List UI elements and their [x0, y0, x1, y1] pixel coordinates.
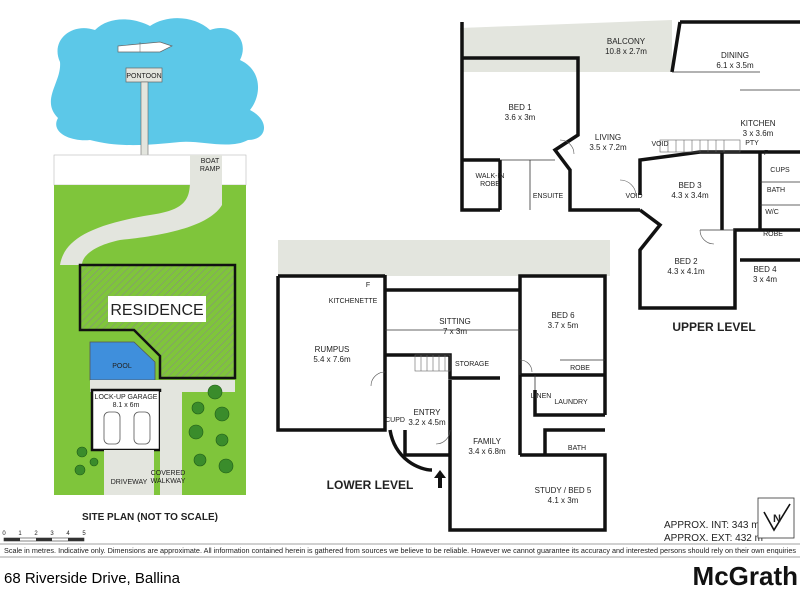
fridge-label: F — [764, 150, 768, 157]
study-dim: 4.1 x 3m — [548, 496, 579, 505]
bed4-name: BED 4 — [753, 265, 777, 274]
entry-name: ENTRY — [414, 408, 442, 417]
garage-dim: 8.1 x 6m — [113, 402, 140, 409]
car-2 — [133, 411, 151, 445]
garden-shrubs — [74, 384, 234, 476]
boat-ramp-label-1: BOAT — [201, 158, 220, 165]
driveway — [104, 450, 154, 495]
kitchen-name: KITCHEN — [740, 119, 775, 128]
pool — [89, 341, 156, 381]
pantry-label: PTY — [745, 140, 759, 147]
lower-terrace — [278, 240, 610, 276]
compass-letter: N — [773, 513, 781, 525]
residence-label: RESIDENCE — [110, 302, 203, 319]
upper-bath-label: BATH — [767, 187, 785, 194]
boat-icon — [117, 41, 173, 53]
balcony — [460, 20, 672, 72]
entry-dim: 3.2 x 4.5m — [408, 418, 446, 427]
walkway-label-1: COVERED — [151, 470, 186, 477]
living-name: LIVING — [595, 133, 621, 142]
site-plan-caption: SITE PLAN (NOT TO SCALE) — [82, 512, 218, 523]
walk-in-robe-label-1: WALK-IN — [476, 173, 505, 180]
lower-robe-label: ROBE — [570, 365, 590, 372]
entry-arrow-icon — [434, 470, 446, 488]
garage-label: LOCK-UP GARAGE — [95, 394, 158, 401]
lower-level-plan: RUMPUS 5.4 x 7.6m SITTING 7 x 3m BED 6 3… — [276, 240, 610, 532]
rumpus-dim: 5.4 x 7.6m — [313, 355, 351, 364]
family-name: FAMILY — [473, 437, 502, 446]
boat-ramp — [60, 155, 222, 265]
area-external: APPROX. EXT: 432 m² — [664, 533, 767, 544]
void-label-1: VOID — [651, 141, 668, 148]
void-label-2: VOID — [625, 193, 642, 200]
brand-logo: McGrath — [693, 561, 798, 591]
disclaimer-text: Scale in metres. Indicative only. Dimens… — [4, 548, 797, 555]
walk-in-robe-label-2: ROBE — [480, 181, 500, 188]
dining-dim: 6.1 x 3.5m — [716, 61, 754, 70]
scale-tick-3: 3 — [50, 531, 54, 537]
upper-level-caption: UPPER LEVEL — [672, 320, 755, 334]
bed1-dim: 3.6 x 3m — [505, 113, 536, 122]
car-1 — [103, 411, 121, 445]
scale-bar: 0 1 2 3 4 5 — [2, 531, 86, 542]
bed4-dim: 3 x 4m — [753, 275, 777, 284]
laundry-label: LAUNDRY — [554, 399, 588, 406]
wc-label: W/C — [765, 209, 779, 216]
bed6-dim: 3.7 x 5m — [548, 321, 579, 330]
boat-ramp-label-2: RAMP — [200, 166, 221, 173]
scale-tick-2: 2 — [34, 531, 38, 537]
site-plan: PONTOON BOAT RAMP RESIDENCE POOL LOCK-UP… — [50, 18, 265, 523]
sitting-dim: 7 x 3m — [443, 327, 467, 336]
bed3-name: BED 3 — [678, 181, 702, 190]
scale-tick-4: 4 — [66, 531, 70, 537]
north-compass-icon: N — [757, 497, 795, 539]
bed2-name: BED 2 — [674, 257, 698, 266]
area-internal: APPROX. INT: 343 m² — [664, 520, 764, 531]
upper-level-plan: BALCONY 10.8 x 2.7m DINING 6.1 x 3.5m KI… — [460, 20, 800, 334]
ensuite-label: ENSUITE — [533, 193, 564, 200]
covered-walkway — [160, 392, 182, 495]
bed1-name: BED 1 — [508, 103, 532, 112]
family-dim: 3.4 x 6.8m — [468, 447, 506, 456]
upper-cups-label: CUPS — [770, 167, 790, 174]
lower-bath-label: BATH — [568, 445, 586, 452]
study-name: STUDY / BED 5 — [535, 486, 592, 495]
balcony-dim: 10.8 x 2.7m — [605, 47, 647, 56]
cupd-label: CUPD — [385, 417, 405, 424]
jetty — [140, 81, 149, 158]
scale-tick-0: 0 — [2, 531, 6, 537]
rumpus-name: RUMPUS — [315, 345, 350, 354]
upper-stairs — [659, 139, 741, 153]
bed3-dim: 4.3 x 3.4m — [671, 191, 709, 200]
storage-label: STORAGE — [455, 361, 489, 368]
dining-name: DINING — [721, 51, 749, 60]
upper-robe-label: ROBE — [763, 231, 783, 238]
scale-tick-5: 5 — [82, 531, 86, 537]
lower-fridge-label: F — [366, 282, 370, 289]
linen-label: LINEN — [531, 393, 552, 400]
bed2-dim: 4.3 x 4.1m — [667, 267, 705, 276]
property-address: 68 Riverside Drive, Ballina — [4, 570, 181, 587]
lower-level-caption: LOWER LEVEL — [327, 478, 414, 492]
sitting-name: SITTING — [439, 317, 471, 326]
living-dim: 3.5 x 7.2m — [589, 143, 627, 152]
driveway-label: DRIVEWAY — [111, 479, 148, 486]
bed6-name: BED 6 — [551, 311, 575, 320]
lower-stairs — [414, 354, 451, 372]
pool-label: POOL — [112, 363, 132, 370]
entry-curve-wall — [388, 429, 433, 472]
kitchenette-label: KITCHENETTE — [329, 298, 378, 305]
pontoon-label: PONTOON — [126, 73, 161, 80]
balcony-name: BALCONY — [607, 37, 646, 46]
scale-tick-1: 1 — [18, 531, 22, 537]
walkway-label-2: WALKWAY — [151, 478, 186, 485]
kitchen-dim: 3 x 3.6m — [743, 129, 774, 138]
